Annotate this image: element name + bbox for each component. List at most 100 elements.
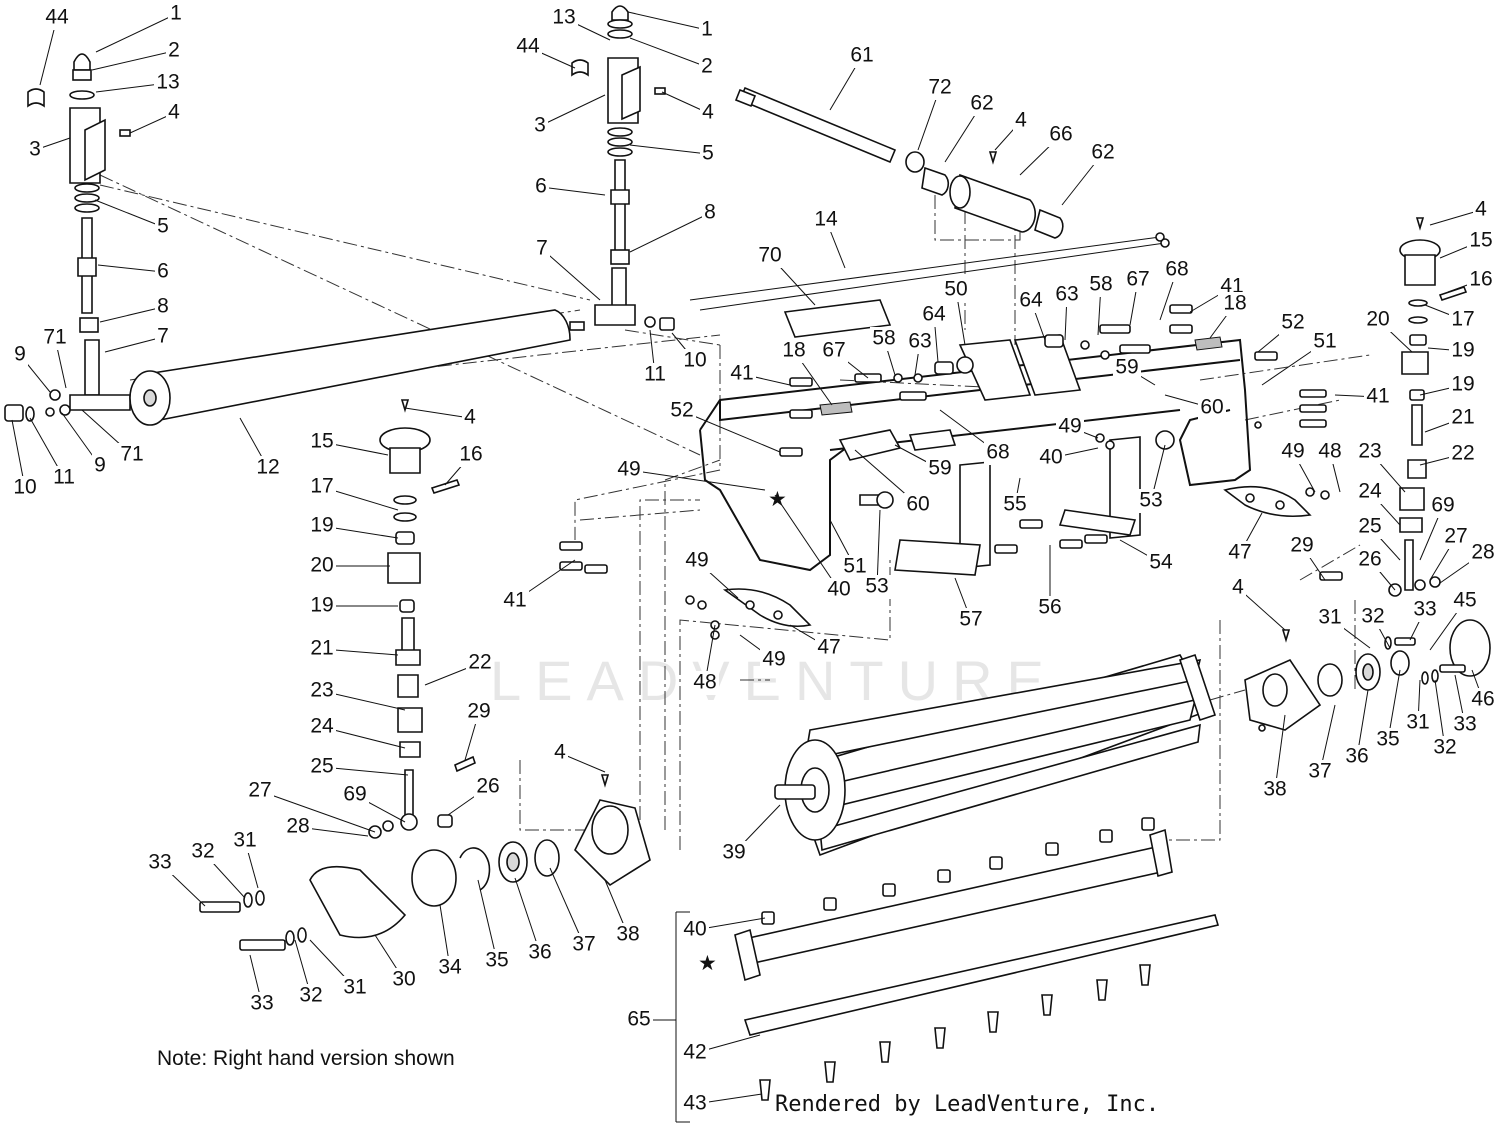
callout-backing — [820, 339, 848, 363]
callout-backing — [436, 956, 464, 980]
callout-number: 9 — [94, 454, 106, 477]
callout-backing — [1047, 123, 1075, 147]
callout-backing — [1364, 308, 1392, 332]
front-roller-part-12 — [129, 309, 585, 426]
callout-backing — [1316, 440, 1344, 464]
callout-backing — [308, 755, 336, 779]
callout-number: 67 — [822, 339, 845, 362]
callout-backing — [474, 775, 502, 799]
callout-backing — [284, 815, 312, 839]
callout-number: 38 — [1263, 778, 1286, 801]
callout-number: 31 — [343, 976, 366, 999]
callout-backing — [501, 589, 529, 613]
callout-number: 2 — [168, 39, 180, 62]
callout-backing — [308, 637, 336, 661]
callout-backing — [1087, 273, 1115, 297]
callout-number: 4 — [702, 101, 714, 124]
callout-backing — [699, 55, 715, 79]
callout-number: 4 — [1015, 109, 1027, 132]
callout-backing — [534, 237, 550, 261]
callout-leader — [627, 11, 708, 31]
callout-backing — [462, 406, 478, 430]
callout-number: 7 — [536, 237, 548, 260]
callout-number: 12 — [256, 456, 279, 479]
callout-backing — [906, 330, 934, 354]
callout-number: 33 — [1413, 598, 1436, 621]
callout-backing — [526, 941, 554, 965]
callout-number: 56 — [1038, 596, 1061, 619]
callout-number: 10 — [683, 349, 706, 372]
callout-backing — [1288, 534, 1316, 558]
callout-number: 58 — [872, 327, 895, 350]
callout-backing — [465, 700, 493, 724]
callout-backing — [1404, 711, 1432, 735]
callout-backing — [1089, 141, 1117, 165]
callout-backing — [118, 443, 146, 467]
cutting-reel-part-39 — [774, 653, 1217, 857]
callout-number: 71 — [43, 326, 66, 349]
callout-number: 19 — [1451, 373, 1474, 396]
callout-number: 4 — [1475, 198, 1487, 221]
callout-backing — [1113, 356, 1141, 380]
star-mark-lower: ★ — [698, 952, 717, 975]
bolt-part-25 — [404, 769, 414, 816]
block-part-20 — [387, 552, 421, 584]
snap-ring-part-35 — [459, 847, 491, 891]
callout-number: 4 — [168, 101, 180, 124]
callout-backing — [1449, 339, 1477, 363]
callout-leader — [629, 37, 708, 68]
callout-backing — [1473, 198, 1489, 222]
callout-backing — [532, 114, 548, 138]
callout-number: 6 — [535, 175, 547, 198]
callout-number: 36 — [528, 941, 551, 964]
callout-backing — [780, 339, 808, 363]
seal-part-37 — [534, 839, 560, 877]
callout-backing — [870, 327, 898, 351]
callout-number: 41 — [1366, 385, 1389, 408]
callout-number: 60 — [1200, 396, 1223, 419]
callout-backing — [155, 260, 171, 284]
callout-backing — [683, 549, 711, 573]
callout-number: 51 — [843, 555, 866, 578]
callout-backing — [1411, 598, 1439, 622]
callout-backing — [189, 840, 217, 864]
left-height-adjuster-assembly — [4, 53, 131, 422]
callout-leader — [321, 766, 409, 776]
callout-backing — [681, 918, 709, 942]
callout-backing — [699, 18, 715, 42]
callout-leader — [681, 410, 781, 453]
callout-backing — [154, 71, 182, 95]
callout-number: 31 — [1318, 606, 1341, 629]
render-credit: Rendered by LeadVenture, Inc. — [775, 1092, 1159, 1117]
callout-number: 19 — [310, 594, 333, 617]
callout-number: 37 — [572, 933, 595, 956]
right-knob-adjuster-stack — [1254, 217, 1468, 732]
callout-backing — [904, 493, 932, 517]
callout-backing — [1364, 385, 1392, 409]
callout-backing — [1359, 605, 1387, 629]
callout-number: 45 — [1453, 589, 1476, 612]
bedknife-assembly-part-65: ★ — [675, 817, 1220, 1123]
callout-leader — [99, 306, 164, 323]
center-height-adjuster-assembly — [571, 5, 675, 331]
left-cap-nut-part-1 — [73, 53, 91, 71]
callout-backing — [926, 76, 954, 100]
callout-backing — [1261, 778, 1289, 802]
callout-leader — [259, 790, 376, 833]
callout-number: 16 — [1469, 268, 1492, 291]
callout-number: 62 — [1091, 141, 1114, 164]
callout-number: 52 — [670, 399, 693, 422]
bolt-part-33-upper — [199, 901, 241, 913]
callout-number: 11 — [53, 466, 75, 489]
callout-number: 35 — [485, 949, 508, 972]
callout-backing — [1230, 576, 1246, 600]
callout-number: 41 — [1220, 275, 1243, 298]
callout-backing — [1469, 688, 1497, 712]
callout-number: 18 — [1223, 292, 1246, 315]
callout-leader — [628, 469, 766, 491]
callout-number: 58 — [1089, 273, 1112, 296]
callout-number: 11 — [644, 363, 666, 386]
callout-number: 46 — [1471, 688, 1494, 711]
left-nut-part-2 — [72, 69, 92, 81]
